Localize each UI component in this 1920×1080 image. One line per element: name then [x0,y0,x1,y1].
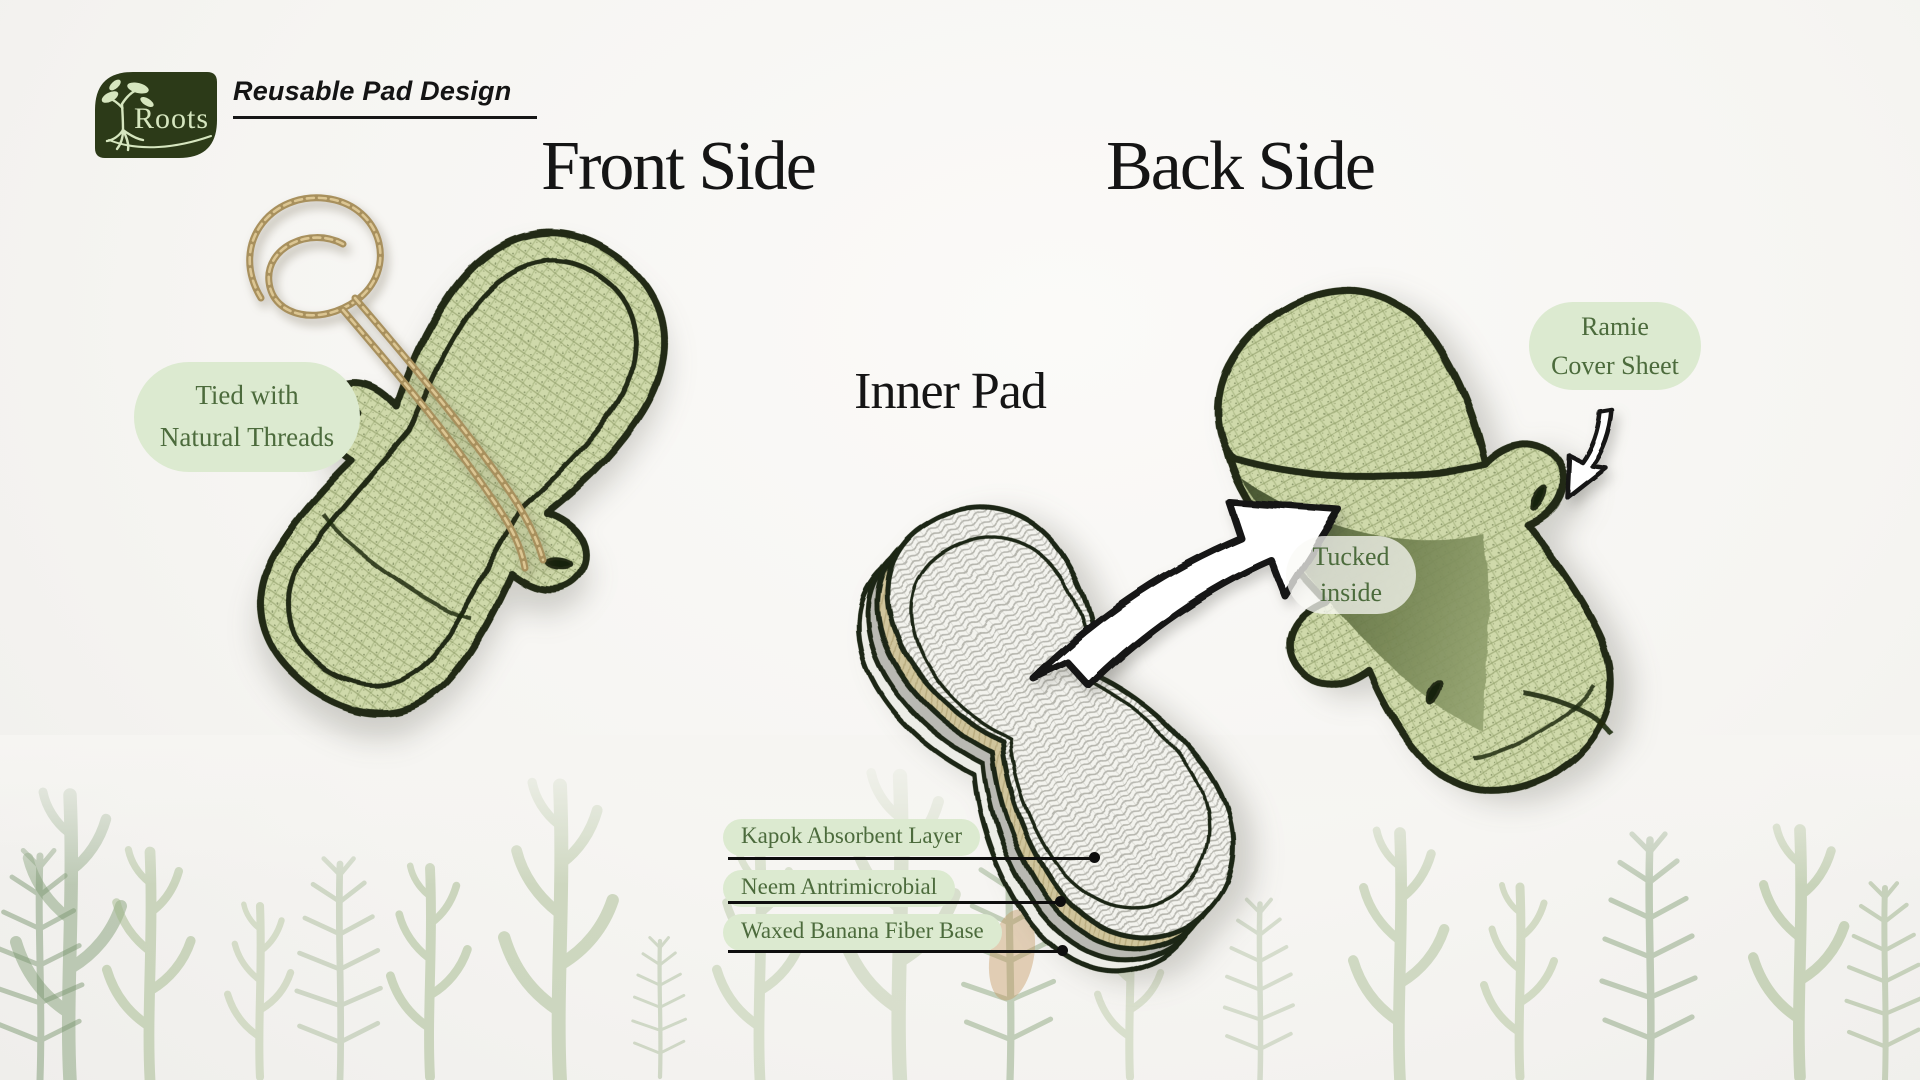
leader-line-banana-fiber [728,950,1062,953]
leader-dot-neem [1055,896,1066,907]
leader-dot-kapok [1089,852,1100,863]
natural-thread-illustration [225,178,585,598]
heading-inner-pad: Inner Pad [854,363,1047,420]
layer-label-banana-fiber: Waxed Banana Fiber Base [723,914,1002,951]
jute-thread [246,194,547,572]
callout-tucked-inside: Tucked inside [1286,536,1416,614]
callout-ramie-line2: Cover Sheet [1551,351,1679,380]
callout-ramie-line1: Ramie [1581,312,1649,341]
inner-pad-illustration [791,436,1309,1025]
brand-logo: Roots [95,72,217,158]
back-pad-seam [1472,684,1597,761]
callout-tucked-line1: Tucked [1312,541,1390,571]
leader-line-kapok [728,857,1094,860]
back-pad-fold-line [1522,690,1614,736]
layer-label-neem: Neem Antrimicrobial [723,870,956,907]
front-pad-seam [321,513,472,621]
heading-back-side: Back Side [1106,128,1376,205]
ramie-pointer-arrow-icon [1548,404,1638,504]
callout-tied-line2: Natural Threads [159,422,335,452]
page-title: Reusable Pad Design [233,76,538,119]
leader-dot-banana-fiber [1057,945,1068,956]
layer-label-kapok: Kapok Absorbent Layer [723,819,980,856]
inner-pad-layer-kapok [884,504,1236,941]
sprout-roots-icon [101,79,212,152]
back-pad-snap-hole-right [1530,484,1550,511]
front-pad-body [257,229,669,717]
front-pad-stitch-line [286,258,639,689]
leader-line-neem [728,901,1060,904]
logo-wordmark: Roots [134,102,209,135]
callout-ramie-cover-sheet: Ramie Cover Sheet [1529,302,1701,390]
back-pad-flap [1214,286,1490,481]
callout-tied-with-natural-threads: Tied with Natural Threads [134,362,360,472]
callout-tucked-line2: inside [1319,578,1383,607]
callout-tied-line1: Tied with [195,380,299,411]
heading-front-side: Front Side [541,128,817,205]
back-pad-snap-hole-left [1426,680,1444,705]
